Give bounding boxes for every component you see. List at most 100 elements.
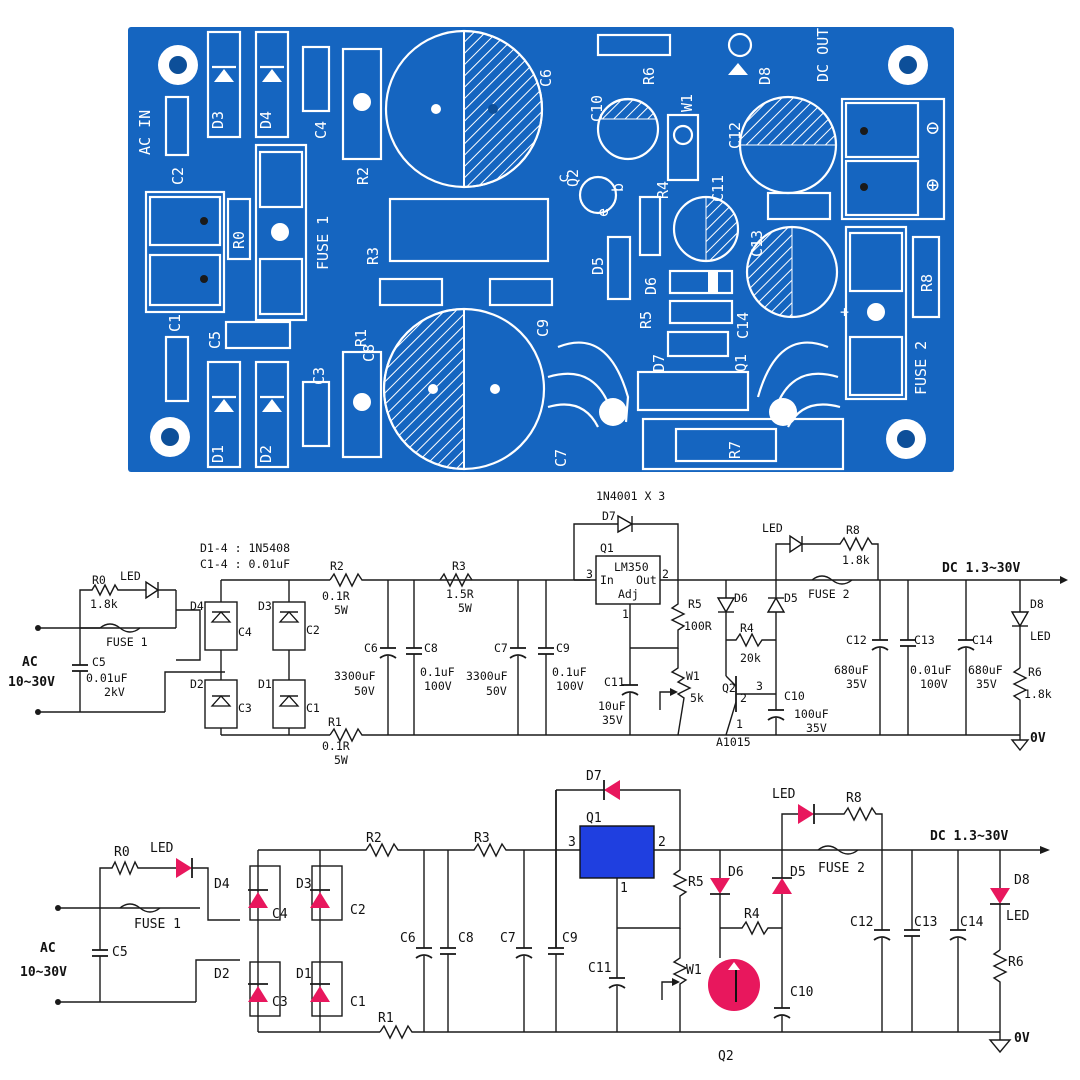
c3-label: C3 bbox=[238, 701, 252, 715]
c7-name: C7 bbox=[494, 641, 508, 655]
c5-name: C5 bbox=[92, 655, 106, 669]
w1-name: W1 bbox=[686, 669, 700, 683]
d4-label: D4 bbox=[190, 599, 204, 613]
q2-pin2: 2 bbox=[740, 691, 747, 705]
pcb-r6 bbox=[596, 33, 672, 57]
r0-value: 1.8k bbox=[90, 597, 118, 611]
c-filter-caps bbox=[415, 790, 564, 1032]
c-c1-label: C1 bbox=[350, 995, 366, 1010]
mounting-holes bbox=[150, 45, 928, 459]
pcb-r4 bbox=[638, 195, 662, 257]
pcb-q1-label: Q1 bbox=[732, 354, 750, 372]
d7-label: D7 bbox=[602, 509, 616, 523]
q2-name: Q2 bbox=[722, 681, 736, 695]
pcb-d5 bbox=[606, 235, 632, 301]
c-d2 bbox=[248, 986, 268, 1002]
q1-name: Q1 bbox=[600, 541, 614, 555]
c-c9-label: C9 bbox=[562, 931, 578, 946]
bridge-rectifier bbox=[164, 579, 330, 736]
schematic-detailed: D1-4 : 1N5408 C1-4 : 0.01uF 1N4001 X 3 A… bbox=[8, 489, 1068, 767]
pcb-w1 bbox=[666, 113, 700, 182]
w1-value: 5k bbox=[690, 691, 704, 705]
dc-out-terminal bbox=[840, 97, 946, 221]
c7-rating: 50V bbox=[486, 684, 507, 698]
c9-value: 0.1uF bbox=[552, 665, 587, 679]
c-c2-label: C2 bbox=[350, 903, 366, 918]
c2-label: C2 bbox=[306, 623, 320, 637]
pcb-d1-label: D1 bbox=[209, 445, 227, 463]
c-d5 bbox=[772, 878, 792, 894]
c11-capacitor bbox=[621, 648, 639, 735]
d5-label: D5 bbox=[784, 591, 798, 605]
r5-resistor bbox=[630, 580, 686, 649]
pcb-q2-label: Q2 bbox=[564, 169, 582, 187]
c12-value: 680uF bbox=[834, 663, 869, 677]
c5-capacitor bbox=[72, 628, 88, 712]
c-q1-pin1: 1 bbox=[620, 881, 628, 896]
pcb-plus-symbol: ⊕ bbox=[926, 173, 939, 198]
pcb-d6-label: D6 bbox=[642, 277, 660, 295]
c-led-in bbox=[176, 858, 192, 878]
c9-name: C9 bbox=[556, 641, 570, 655]
c-q2-transistor bbox=[708, 959, 760, 1011]
pcb-bridge-diodes bbox=[206, 30, 290, 469]
pcb-c1-label: C1 bbox=[166, 314, 184, 332]
pcb-d8-label: D8 bbox=[756, 67, 774, 85]
c1-label: C1 bbox=[306, 701, 320, 715]
schematic-color: AC 10~30V R0 LED FUSE 1 C5 D4 D3 D2 D1 C… bbox=[20, 770, 1050, 1064]
c-r3-label: R3 bbox=[474, 831, 490, 846]
q1-part: LM350 bbox=[614, 560, 649, 574]
c-d1 bbox=[310, 986, 330, 1002]
c10-value: 100uF bbox=[794, 707, 829, 721]
c13-name: C13 bbox=[914, 633, 935, 647]
c-led-out bbox=[798, 804, 814, 824]
q2-pin1: 1 bbox=[736, 717, 743, 731]
pcb-r7-label: R7 bbox=[726, 441, 744, 459]
c12-name: C12 bbox=[846, 633, 867, 647]
pcb-c12 bbox=[738, 95, 838, 195]
c-d4-label: D4 bbox=[214, 877, 230, 892]
q1-pin1: 1 bbox=[622, 607, 629, 621]
pcb-r2 bbox=[341, 47, 383, 161]
q1-pin2: 2 bbox=[662, 567, 669, 581]
pcb-c5-label: C5 bbox=[206, 331, 224, 349]
r0-resistor bbox=[79, 583, 140, 628]
c-r5-resistor bbox=[617, 850, 688, 929]
fuse2-label: FUSE 2 bbox=[808, 587, 850, 601]
c-r4-label: R4 bbox=[744, 907, 760, 922]
c-d6 bbox=[710, 878, 730, 894]
r5-name: R5 bbox=[688, 597, 702, 611]
c-ground-rail bbox=[379, 1024, 1000, 1040]
r1-value: 0.1R bbox=[322, 739, 350, 753]
c-c11-label: C11 bbox=[588, 961, 611, 976]
c-d3-label: D3 bbox=[296, 877, 312, 892]
d5-diode bbox=[766, 580, 786, 690]
pcb-small-caps bbox=[164, 45, 331, 448]
pcb-fuse2-holder bbox=[844, 225, 908, 401]
q1-pin-adj: Adj bbox=[618, 587, 639, 601]
r2-r3-rail bbox=[329, 572, 590, 588]
c-ac-label: AC bbox=[40, 941, 56, 956]
pcb-r0-label: R0 bbox=[230, 231, 248, 249]
c6-rating: 50V bbox=[354, 684, 375, 698]
pcb-q2-e-pin: e bbox=[594, 208, 612, 217]
c10-capacitor bbox=[767, 690, 785, 735]
c-r0-resistor bbox=[99, 860, 176, 950]
c-top-rail bbox=[320, 842, 580, 858]
pcb-c9 bbox=[488, 277, 554, 307]
pcb-d8-led bbox=[727, 32, 753, 58]
c-w1-label: W1 bbox=[686, 963, 702, 978]
r6-name: R6 bbox=[1028, 665, 1042, 679]
pcb-c7-capacitor bbox=[382, 307, 546, 471]
pcb-c13 bbox=[766, 191, 832, 221]
output-caps bbox=[871, 580, 975, 735]
r1-name: R1 bbox=[328, 715, 342, 729]
dc-out-label: DC 1.3~30V bbox=[942, 561, 1020, 576]
pcb-d5-label: D5 bbox=[589, 257, 607, 275]
r8-name: R8 bbox=[846, 523, 860, 537]
c14-value: 680uF bbox=[968, 663, 1003, 677]
ac-in-label: AC IN bbox=[136, 110, 154, 155]
pcb-q2 bbox=[578, 175, 618, 215]
c-fuse2-label: FUSE 2 bbox=[818, 861, 865, 876]
c-gnd-label: 0V bbox=[1014, 1031, 1030, 1046]
